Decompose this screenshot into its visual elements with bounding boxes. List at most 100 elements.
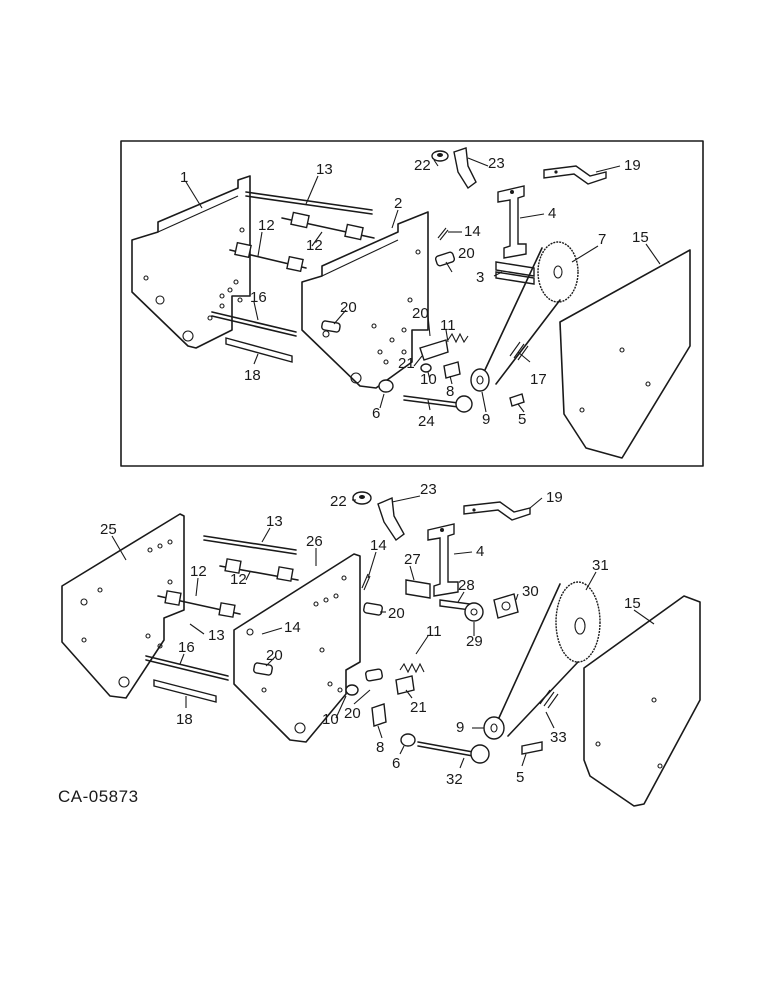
callout-9: 9 [482, 411, 490, 428]
callout-6: 6 [372, 405, 380, 422]
callout-12-bottom-a: 12 [190, 563, 207, 580]
callout-31: 31 [592, 557, 609, 574]
callout-12-a: 12 [306, 237, 323, 254]
bolt-3 [495, 261, 535, 285]
callout-1: 1 [180, 169, 188, 186]
shield-15 [559, 249, 691, 459]
callout-11-bottom: 11 [426, 623, 442, 640]
callout-20-bottom-a: 20 [388, 605, 405, 622]
pin-20-bottom-c [365, 668, 383, 682]
callout-14-bottom-b: 14 [284, 619, 301, 636]
pin-8-bottom [371, 703, 387, 727]
callout-14: 14 [464, 223, 481, 240]
bracket-19-bottom [463, 501, 531, 521]
callout-20-bottom-c: 20 [344, 705, 361, 722]
callout-21: 21 [398, 355, 415, 372]
pin-20-bottom-b [253, 662, 273, 676]
shaft-12-bottom-upper [219, 558, 299, 582]
pin-20-b [321, 320, 341, 333]
shaft-24 [403, 395, 473, 413]
shaft-13-bottom [203, 535, 297, 555]
callout-10: 10 [420, 371, 437, 388]
callout-21-bottom: 21 [410, 699, 427, 716]
bearing-29 [464, 602, 484, 622]
callout-22: 22 [414, 157, 431, 174]
callout-4-bottom: 4 [476, 543, 484, 560]
idler-9-bottom [483, 716, 505, 740]
callout-12-bottom-b: 12 [230, 571, 247, 588]
sprocket-7 [537, 241, 579, 303]
chain-17 [483, 247, 561, 385]
callout-13-bottom-a: 13 [266, 513, 283, 530]
callout-20-c: 20 [412, 305, 429, 322]
callout-17: 17 [530, 371, 547, 388]
bushing-22 [431, 150, 449, 162]
callout-32: 32 [446, 771, 463, 788]
callout-12-b: 12 [258, 217, 275, 234]
callout-16-bottom: 16 [178, 639, 195, 656]
side-plate-25 [61, 513, 185, 699]
callout-25: 25 [100, 521, 117, 538]
callout-14-bottom-a: 14 [370, 537, 387, 554]
callout-23: 23 [488, 155, 505, 172]
callout-9-bottom: 9 [456, 719, 464, 736]
bracket-4 [497, 185, 527, 259]
washer-10-bottom [345, 684, 359, 696]
shaft-12-upper [281, 211, 375, 241]
callout-5-bottom: 5 [516, 769, 524, 786]
bracket-4-bottom [427, 523, 459, 597]
callout-29: 29 [466, 633, 483, 650]
callout-20-b: 20 [340, 299, 357, 316]
callout-16: 16 [250, 289, 267, 306]
callout-11: 11 [440, 317, 456, 334]
bracket-19 [543, 165, 607, 185]
side-plate-1 [131, 175, 251, 349]
bar-18-bottom [153, 679, 217, 703]
top-view-labels: 1 13 22 23 19 2 12 12 14 4 7 15 20 3 16 … [180, 155, 649, 430]
callout-8: 8 [446, 383, 454, 400]
side-plate-26 [233, 553, 361, 743]
tube-27 [405, 579, 431, 599]
link-21 [419, 339, 449, 361]
spring-11-bottom [399, 662, 425, 674]
shaft-12-lower [229, 241, 307, 273]
rod-16-bottom [145, 655, 229, 681]
callout-33: 33 [550, 729, 567, 746]
callout-20-a: 20 [458, 245, 475, 262]
callout-5: 5 [518, 411, 526, 428]
bolt-5-bottom [521, 741, 543, 755]
cotter-pin-14-bottom [361, 573, 371, 591]
shaft-12-bottom-lower [157, 590, 241, 618]
callout-18-bottom: 18 [176, 711, 193, 728]
callout-28: 28 [458, 577, 475, 594]
callout-8-bottom: 8 [376, 739, 384, 756]
callout-20-bottom-b: 20 [266, 647, 283, 664]
callout-4: 4 [548, 205, 556, 222]
callout-24: 24 [418, 413, 435, 430]
bar-18 [225, 337, 293, 363]
callout-15: 15 [632, 229, 649, 246]
bottom-view-labels: 22 23 19 25 13 26 14 4 12 12 27 28 31 30… [100, 481, 641, 788]
shaft-13 [245, 191, 373, 215]
shield-15-bottom [583, 595, 701, 807]
washer-10 [420, 363, 432, 373]
bushing-22-bottom [352, 491, 372, 505]
sprocket-31 [555, 581, 601, 663]
link-21-bottom [395, 675, 415, 695]
cotter-pin-14 [437, 227, 449, 241]
callout-7: 7 [598, 231, 606, 248]
callout-6-bottom: 6 [392, 755, 400, 772]
callout-22-bottom: 22 [330, 493, 347, 510]
chain-33 [497, 583, 579, 737]
callout-30: 30 [522, 583, 539, 600]
callout-19-bottom: 19 [546, 489, 563, 506]
idler-9 [470, 368, 490, 392]
callout-23-bottom: 23 [420, 481, 437, 498]
top-view-frame [120, 140, 704, 467]
spout-23 [453, 147, 477, 190]
drawing-code: CA-05873 [58, 787, 139, 806]
top-view-leaders [185, 157, 661, 413]
callout-2: 2 [394, 195, 402, 212]
callout-15-bottom: 15 [624, 595, 641, 612]
spring-11 [447, 332, 469, 344]
